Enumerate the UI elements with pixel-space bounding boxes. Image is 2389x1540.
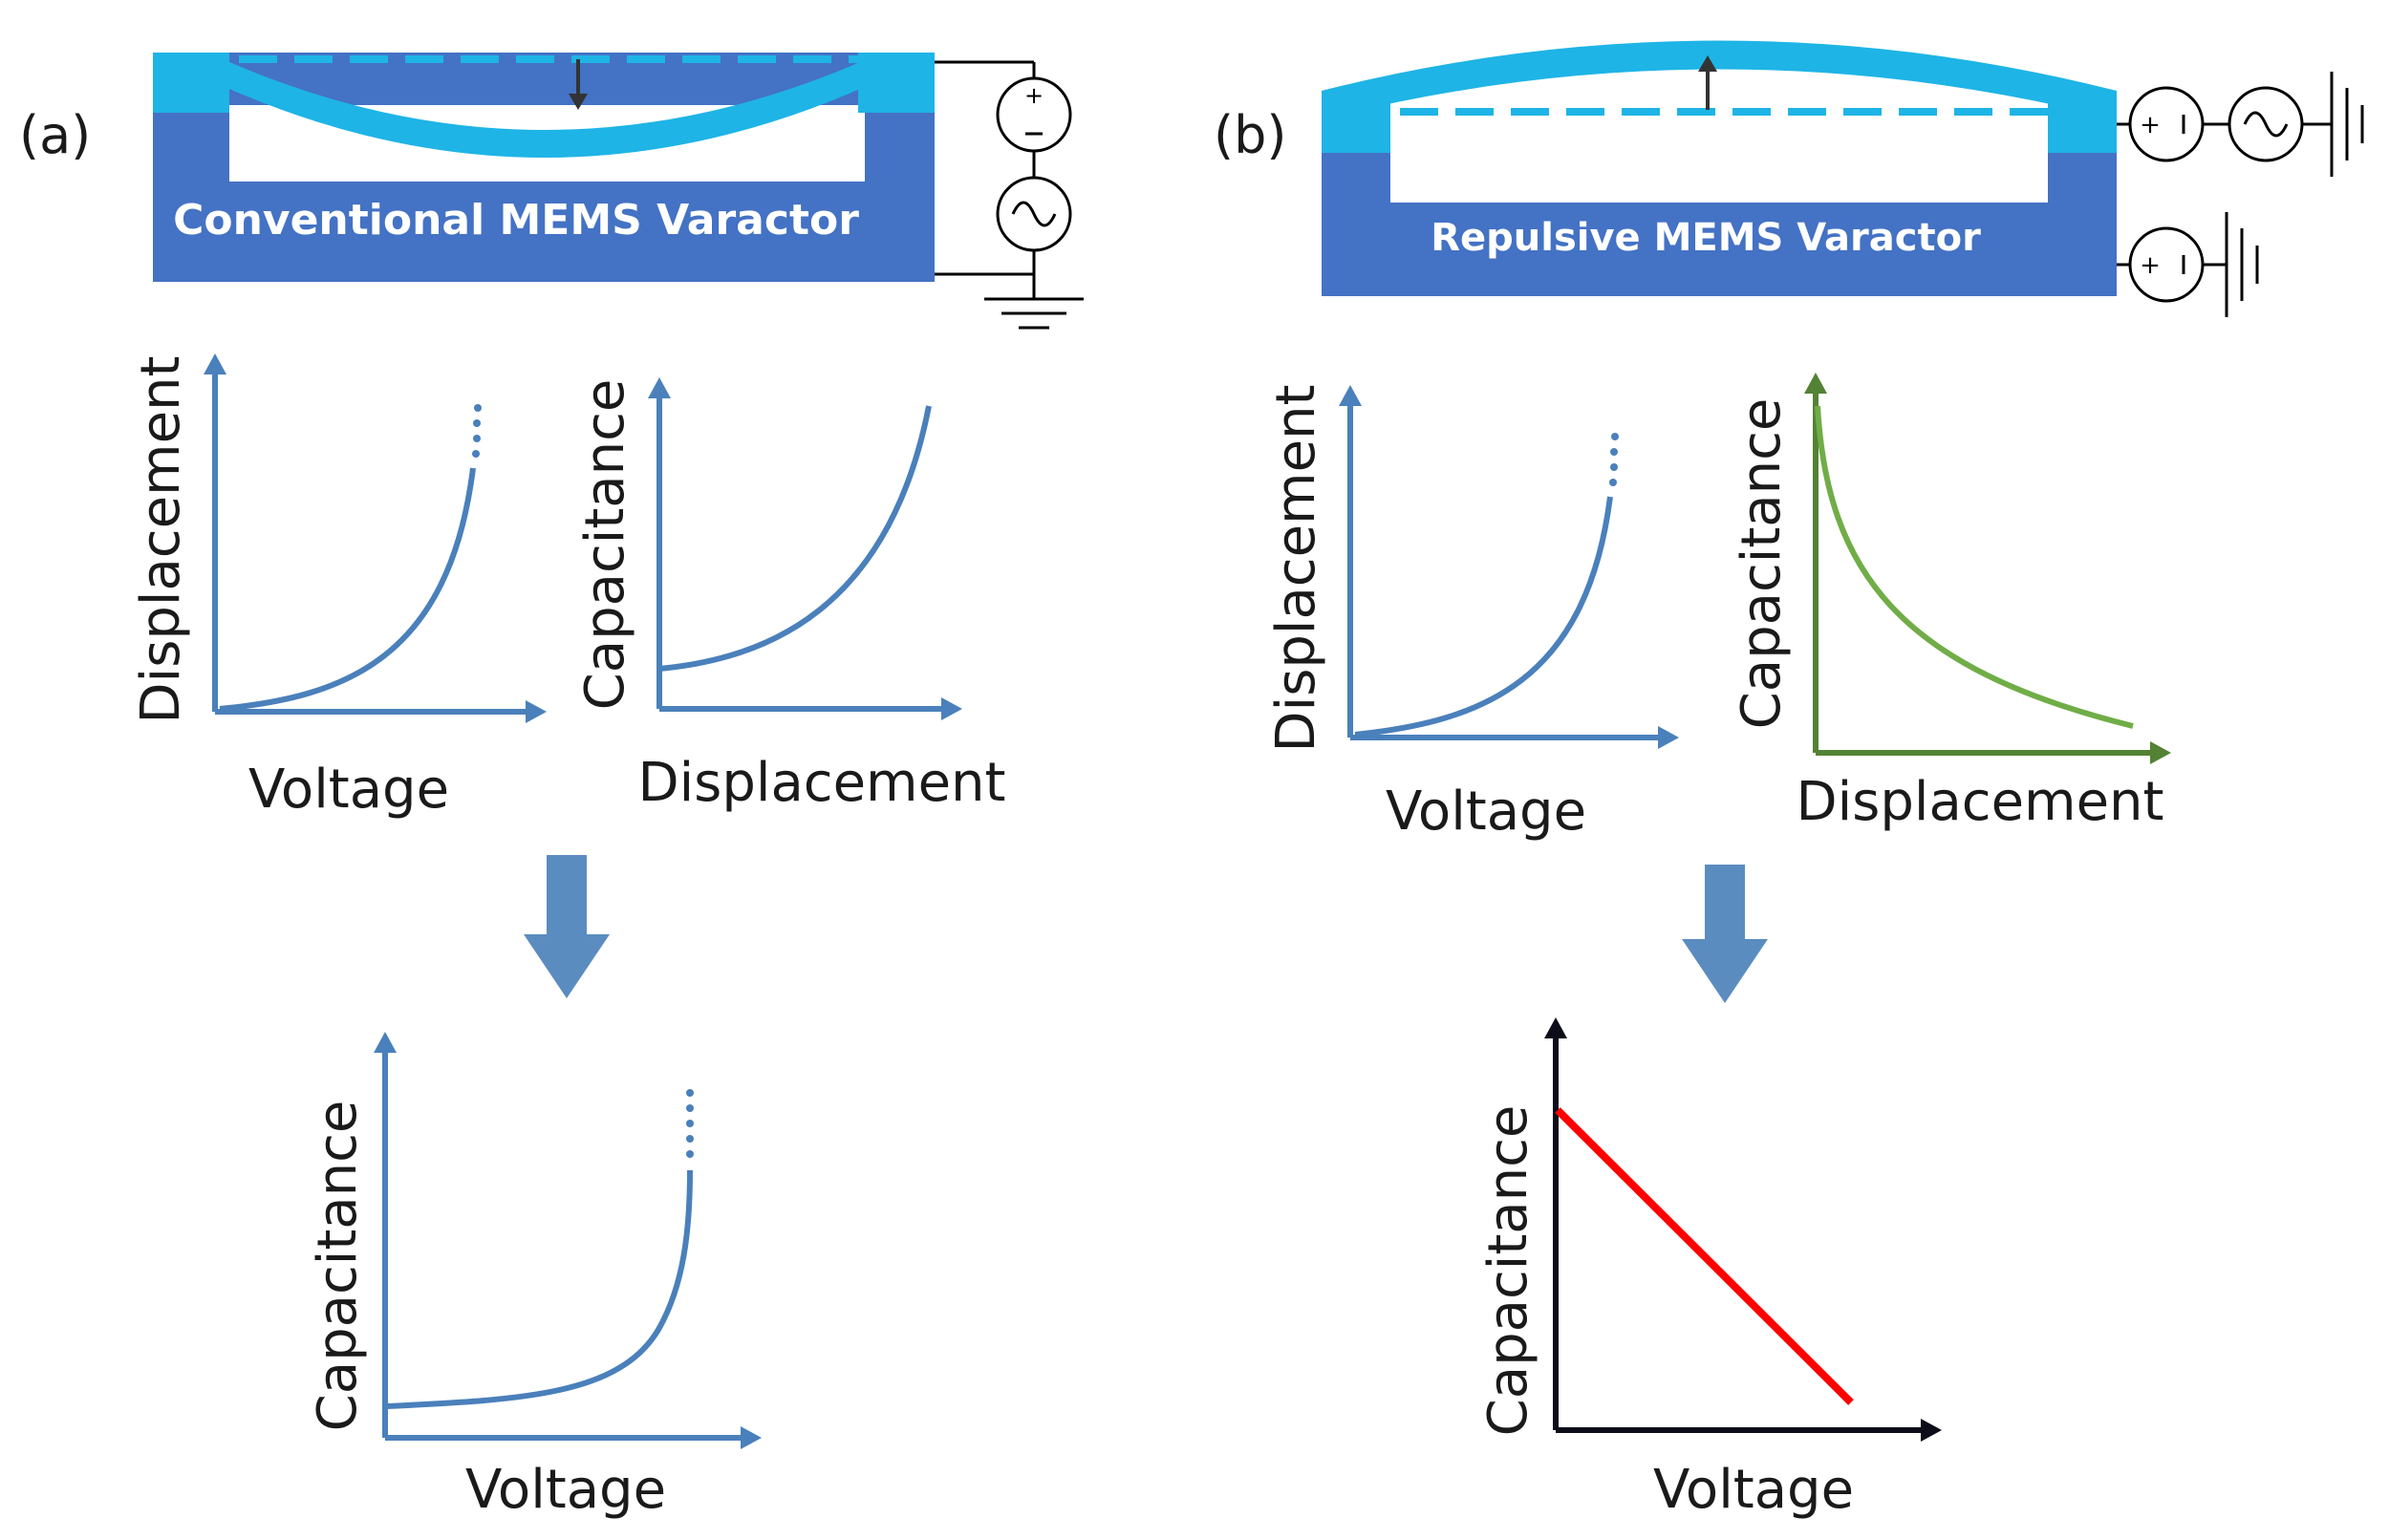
device-label-b: Repulsive MEMS Varactor: [1431, 216, 1981, 260]
down-arrow-icon: [1682, 865, 1768, 1003]
capacitance-curve: [658, 405, 932, 672]
divergence-dots: [686, 1089, 694, 1158]
panel-a-tag: (a): [19, 105, 91, 165]
svg-text:+: +: [2140, 111, 2161, 139]
plot-a3-capacitance-vs-voltage: Capacitance Voltage: [307, 1032, 762, 1521]
dc-voltage-source-icon: +: [2128, 226, 2205, 303]
x-axis-arrowhead: [741, 1426, 762, 1449]
y-axis-arrowhead: [1804, 373, 1827, 394]
x-axis-arrowhead: [1658, 726, 1679, 749]
y-axis-arrowhead: [374, 1032, 397, 1053]
cavity-b: [1390, 153, 2048, 203]
plot-b1-ylabel: Displacement: [1265, 385, 1327, 753]
y-axis-arrowhead: [648, 377, 671, 398]
ground-icon: [984, 297, 1084, 330]
plot-a2-capacitance-vs-displacement: Capacitance Displacement: [574, 377, 1005, 814]
downward-displacement-arrow: [569, 59, 588, 110]
plot-b3-capacitance-vs-voltage: Capacitance Voltage: [1477, 1017, 1942, 1521]
repulsive-varactor-device: Repulsive MEMS Varactor: [1322, 40, 2117, 296]
plot-b1-xlabel: Voltage: [1386, 781, 1586, 843]
plot-b3-xlabel: Voltage: [1653, 1459, 1854, 1521]
divergence-dots: [1609, 433, 1619, 486]
svg-text:+: +: [2140, 251, 2161, 280]
y-axis-arrowhead: [1339, 385, 1362, 406]
plot-a1-ylabel: Displacement: [130, 356, 192, 724]
plot-b2-ylabel: Capacitance: [1731, 398, 1793, 730]
x-axis-arrowhead: [1921, 1419, 1942, 1442]
upward-displacement-arrow: [1698, 55, 1717, 110]
plot-b2-xlabel: Displacement: [1797, 771, 2164, 833]
linear-capacitance-line: [1555, 1107, 1854, 1405]
x-axis-arrowhead: [526, 700, 547, 723]
conventional-varactor-device: Conventional MEMS Varactor: [153, 53, 935, 282]
svg-text:+: +: [1024, 82, 1044, 109]
plot-b1-displacement-vs-voltage: Displacement Voltage: [1265, 385, 1679, 843]
ac-voltage-source-icon: [2228, 86, 2304, 162]
divergence-dots: [472, 404, 482, 458]
arched-beam-b: [1322, 40, 2117, 119]
displacement-curve: [1354, 496, 1613, 738]
ground-icon: [2225, 212, 2259, 317]
ac-voltage-source-icon: [996, 176, 1072, 252]
ground-icon: [2330, 72, 2364, 177]
y-axis-arrowhead: [204, 353, 226, 374]
panel-b: (b) Repulsive MEMS Varactor: [1214, 40, 2364, 1521]
device-label-a: Conventional MEMS Varactor: [173, 196, 859, 245]
plot-a2-ylabel: Capacitance: [574, 379, 636, 711]
circuit-a: +: [935, 60, 1084, 330]
capacitance-voltage-curve: [386, 1169, 693, 1409]
dc-voltage-source-icon: +: [996, 76, 1072, 153]
y-axis-arrowhead: [1544, 1017, 1567, 1038]
plot-a2-xlabel: Displacement: [638, 752, 1006, 814]
plot-b3-ylabel: Capacitance: [1477, 1105, 1539, 1437]
deflected-beam-a: [212, 54, 877, 158]
down-arrow-icon: [524, 855, 610, 998]
x-axis-arrowhead: [2150, 741, 2171, 764]
plot-b2-capacitance-vs-displacement: Capacitance Displacement: [1731, 373, 2171, 833]
dc-voltage-source-icon: +: [2128, 86, 2205, 162]
plot-a1-xlabel: Voltage: [248, 759, 449, 821]
circuit-b: + +: [2117, 72, 2364, 317]
capacitance-curve: [1815, 405, 2134, 729]
plot-a1-displacement-vs-voltage: Displacement Voltage: [130, 353, 547, 821]
panel-a: (a) Conventional MEMS Varactor +: [19, 53, 1084, 1521]
plot-a3-xlabel: Voltage: [465, 1459, 666, 1521]
displacement-curve: [219, 467, 476, 712]
panel-b-tag: (b): [1214, 105, 1286, 165]
x-axis-arrowhead: [941, 697, 962, 720]
plot-a3-ylabel: Capacitance: [307, 1101, 369, 1432]
